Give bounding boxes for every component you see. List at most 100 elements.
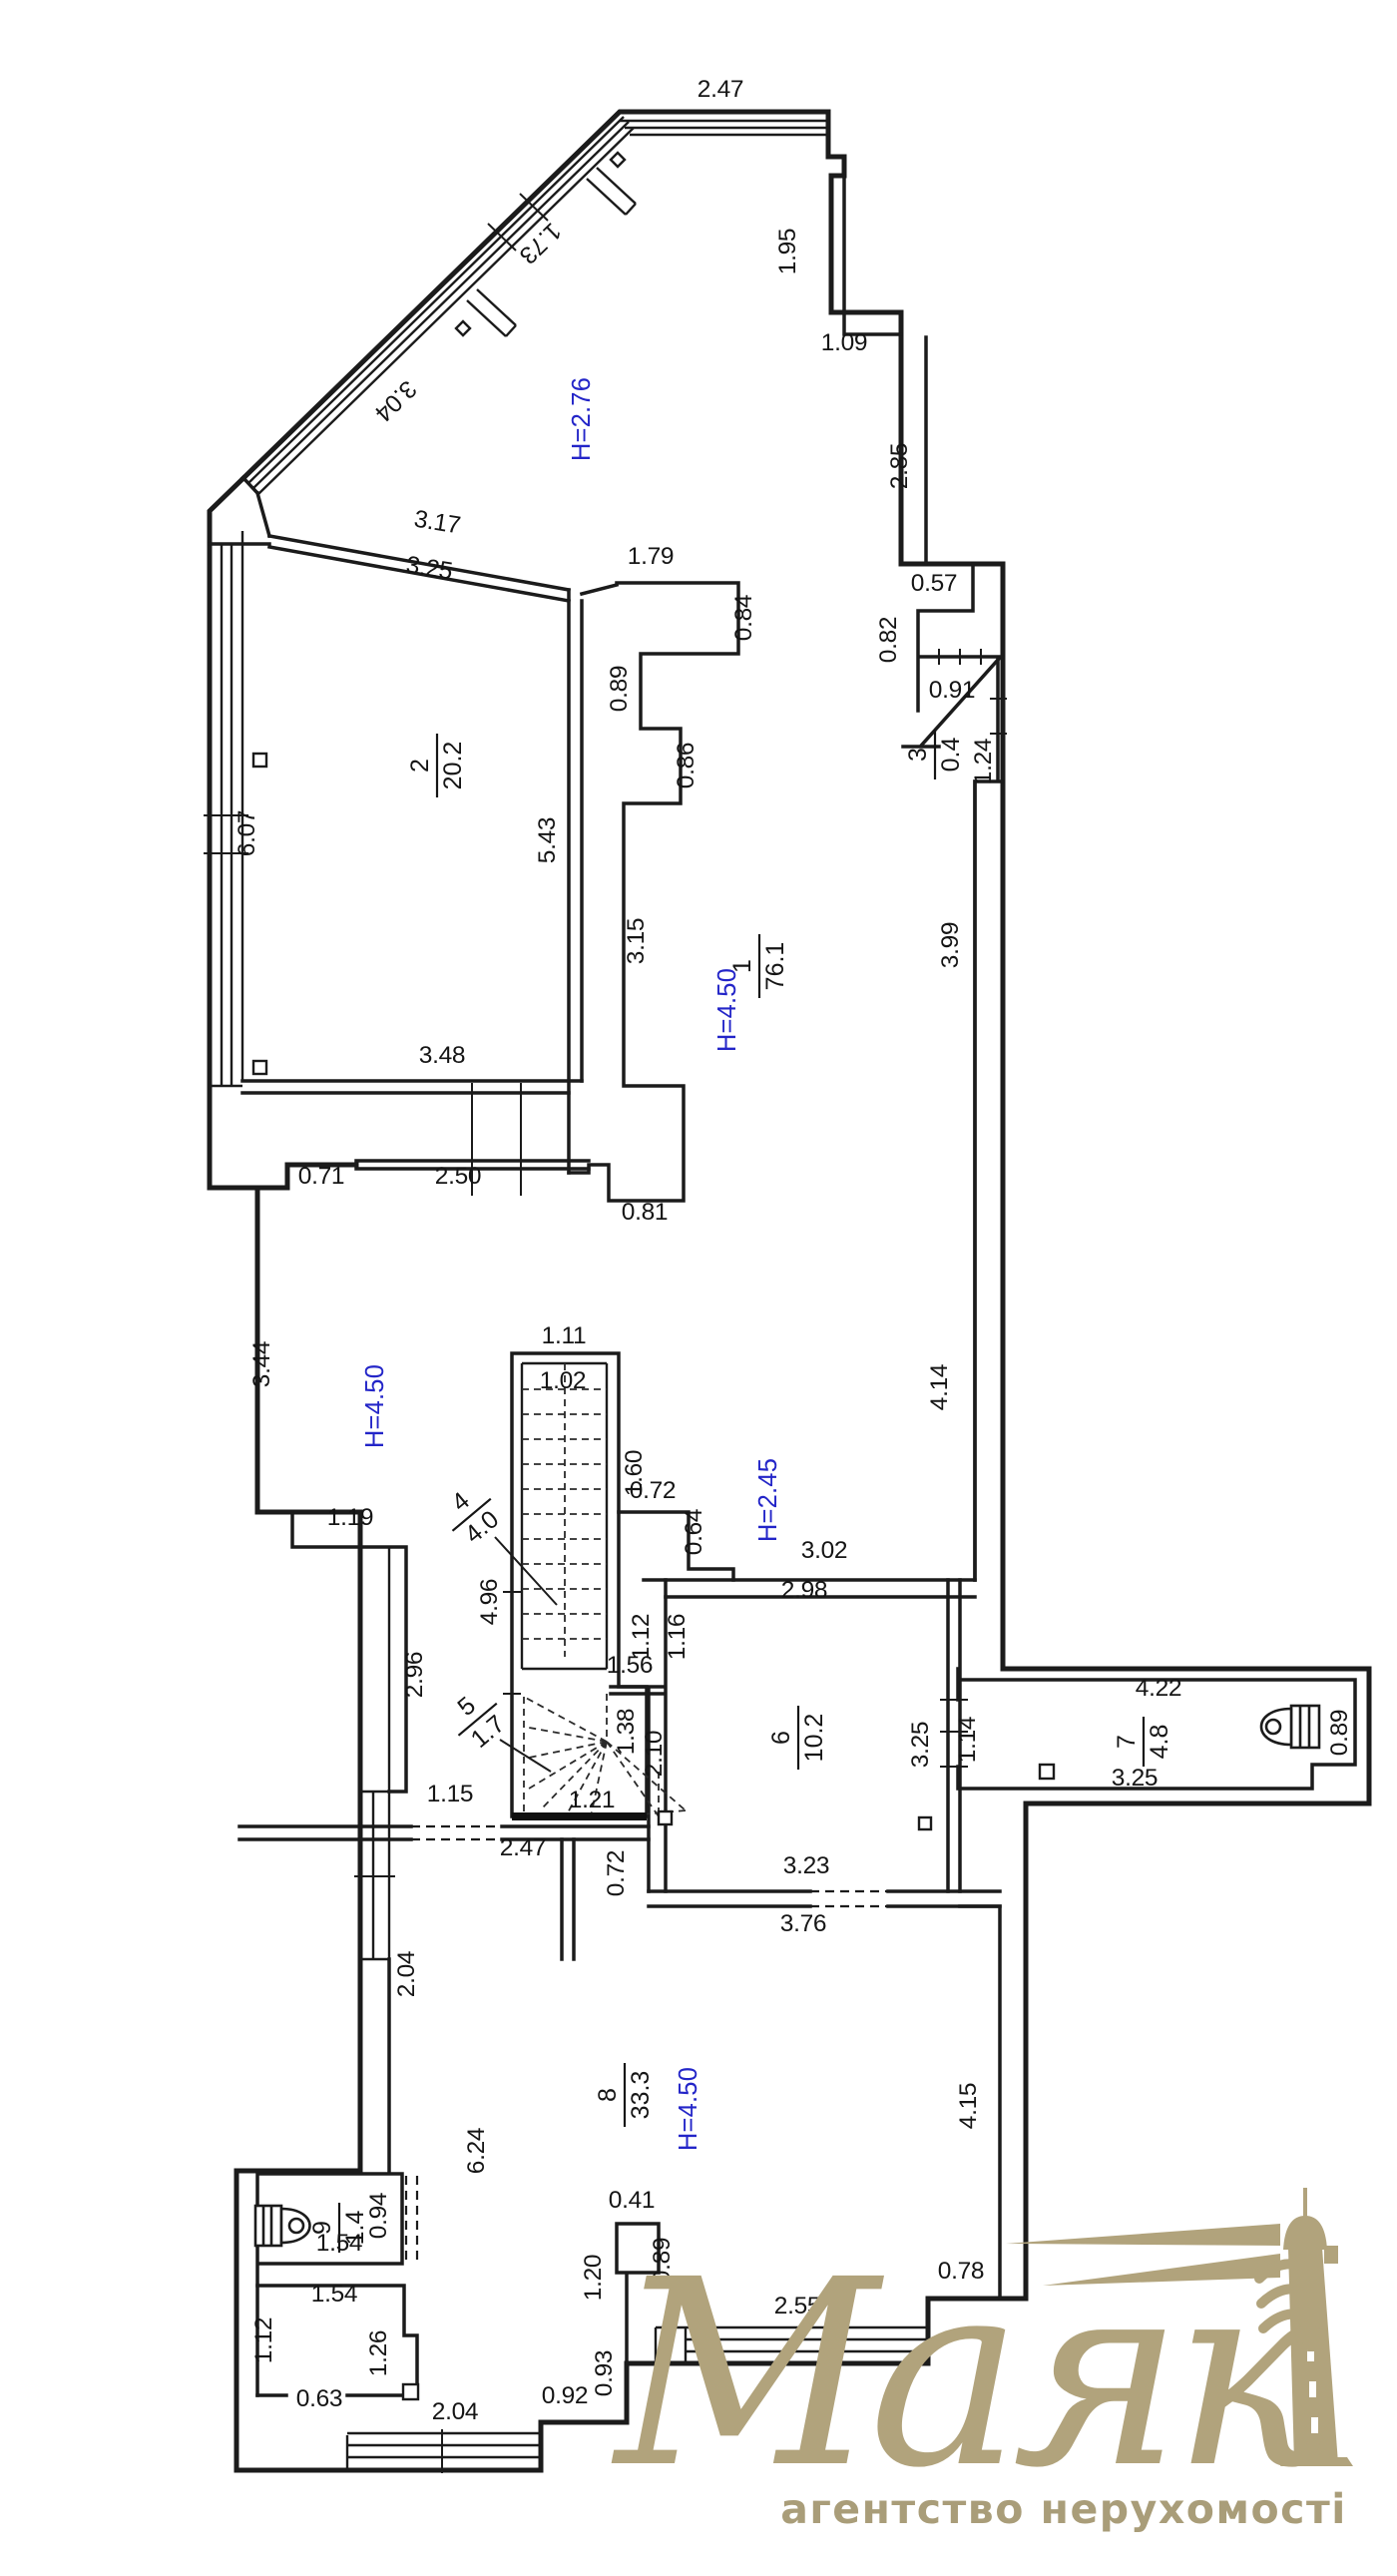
dimension-labels: 2.471.733.041.951.092.850.570.820.911.24… xyxy=(233,76,1353,2425)
dimension-label: 6.24 xyxy=(463,2128,490,2174)
dimension-label: 0.84 xyxy=(730,595,757,641)
dimension-label: 1.56 xyxy=(607,1652,653,1679)
dimension-label: 1.26 xyxy=(365,2330,392,2376)
interior-walls xyxy=(208,475,1357,2397)
dimension-label: 1.09 xyxy=(821,329,867,356)
dimension-label: 4.14 xyxy=(926,1364,953,1410)
fraction-line xyxy=(457,1702,498,1737)
facade-diamond-marker xyxy=(454,319,472,337)
lighthouse-antenna xyxy=(1303,2188,1307,2218)
dimension-label: 4.22 xyxy=(1136,1675,1181,1702)
watermark-brand: Маяк xyxy=(612,2225,1330,2524)
dimension-label: 1.12 xyxy=(628,1614,655,1660)
dimension-label: 2.85 xyxy=(886,443,913,489)
dimension-label: 5.43 xyxy=(534,817,561,863)
dimension-label: 0.64 xyxy=(681,1509,707,1555)
dimension-label: 1.16 xyxy=(664,1614,691,1660)
dimension-label: 1.21 xyxy=(569,1787,615,1813)
staircase xyxy=(503,1351,735,1820)
lighthouse-dome xyxy=(1283,2216,1327,2250)
dimension-label: 1.15 xyxy=(427,1781,473,1807)
dimension-label: 1.60 xyxy=(621,1450,648,1496)
dimension-label: 2.55 xyxy=(774,2293,820,2319)
dimension-label: 4.15 xyxy=(955,2083,982,2129)
dimension-label: 2.96 xyxy=(401,1652,428,1698)
dimension-label: 0.89 xyxy=(606,666,633,712)
room-label-number: 6 xyxy=(767,1731,795,1745)
watermark-tagline: агентство нерухомості xyxy=(780,2485,1347,2533)
dimension-label: 0.41 xyxy=(609,2187,655,2214)
toilet-room9 xyxy=(253,2204,311,2248)
dimension-label: 0.71 xyxy=(298,1163,344,1190)
room-label-area: 76.1 xyxy=(761,942,789,991)
dimension-label: 1.14 xyxy=(954,1717,981,1763)
dimension-label: 0.72 xyxy=(630,1477,676,1504)
windows xyxy=(204,116,930,2473)
dimension-label: 3.99 xyxy=(937,922,964,968)
room-label-area: 33.3 xyxy=(627,2071,655,2120)
dimension-label: 1.54 xyxy=(311,2281,357,2308)
fraction-line xyxy=(451,1497,492,1532)
dimension-label: 2.50 xyxy=(435,1163,481,1190)
dimension-label: 1.24 xyxy=(970,739,997,784)
dimension-label: 1.19 xyxy=(327,1504,373,1531)
lighthouse-icon xyxy=(1006,2188,1353,2466)
room-label-number: 7 xyxy=(1113,1735,1141,1749)
room-label-area: 4.8 xyxy=(1146,1725,1173,1760)
ceiling-height-label: H=2.76 xyxy=(568,377,596,461)
room-label-number: 1 xyxy=(728,959,756,973)
ceiling-height-label: H=4.50 xyxy=(675,2067,702,2151)
dimension-label: 2.47 xyxy=(698,76,743,103)
ceiling-height-label: H=4.50 xyxy=(713,968,741,1052)
door-markers xyxy=(251,151,1056,2401)
toilet-room7 xyxy=(1259,1704,1321,1750)
dimension-label: 6.07 xyxy=(233,810,260,856)
dimension-label: 2.04 xyxy=(432,2398,478,2425)
dimension-label: 2.10 xyxy=(641,1731,668,1777)
dimension-label: 1.02 xyxy=(540,1367,586,1394)
dimension-label: 3.76 xyxy=(780,1910,826,1937)
room-label-area: 1.4 xyxy=(341,2211,369,2246)
room-label-number: 9 xyxy=(308,2221,336,2235)
dimension-label: 3.44 xyxy=(248,1341,275,1387)
dimension-label: 0.78 xyxy=(938,2258,984,2285)
dimension-label: 2.47 xyxy=(500,1834,546,1861)
dimension-label: 0.92 xyxy=(542,2382,588,2409)
dimension-label: 1.20 xyxy=(580,2255,607,2301)
room-label-area: 20.2 xyxy=(439,742,467,790)
watermark: Маяк агентство нерухомості xyxy=(612,2188,1353,2533)
outer-walls xyxy=(207,109,1372,2473)
dimension-label: 2.98 xyxy=(781,1577,827,1604)
lighthouse-beam-lower xyxy=(1043,2254,1280,2286)
dimension-label: 3.25 xyxy=(1112,1765,1158,1792)
facade-diamond-marker xyxy=(609,151,627,169)
dimension-label: 0.82 xyxy=(875,617,902,663)
dimension-label: 0.89 xyxy=(649,2238,676,2284)
room-label-number: 3 xyxy=(904,748,932,762)
dimension-label: 0.89 xyxy=(1326,1710,1353,1756)
ceiling-height-label: H=2.45 xyxy=(754,1458,782,1542)
leader-line xyxy=(499,1739,552,1773)
dimension-label: 0.57 xyxy=(911,570,957,597)
dimension-label: 1.11 xyxy=(542,1322,587,1349)
lighthouse-base xyxy=(1280,2457,1353,2466)
room-label-number: 2 xyxy=(406,759,434,773)
dimension-label: 0.94 xyxy=(365,2193,392,2239)
dimension-label: 0.86 xyxy=(673,743,699,788)
lighthouse-beam-upper xyxy=(1006,2224,1280,2246)
leader-label-number: 4 xyxy=(446,1486,475,1516)
dimension-label: 4.96 xyxy=(476,1579,503,1625)
dimension-label: 1.79 xyxy=(628,543,674,570)
leader-label-number: 5 xyxy=(452,1692,481,1722)
leader-label: 51.7 xyxy=(452,1692,510,1754)
leader-line xyxy=(494,1536,558,1606)
